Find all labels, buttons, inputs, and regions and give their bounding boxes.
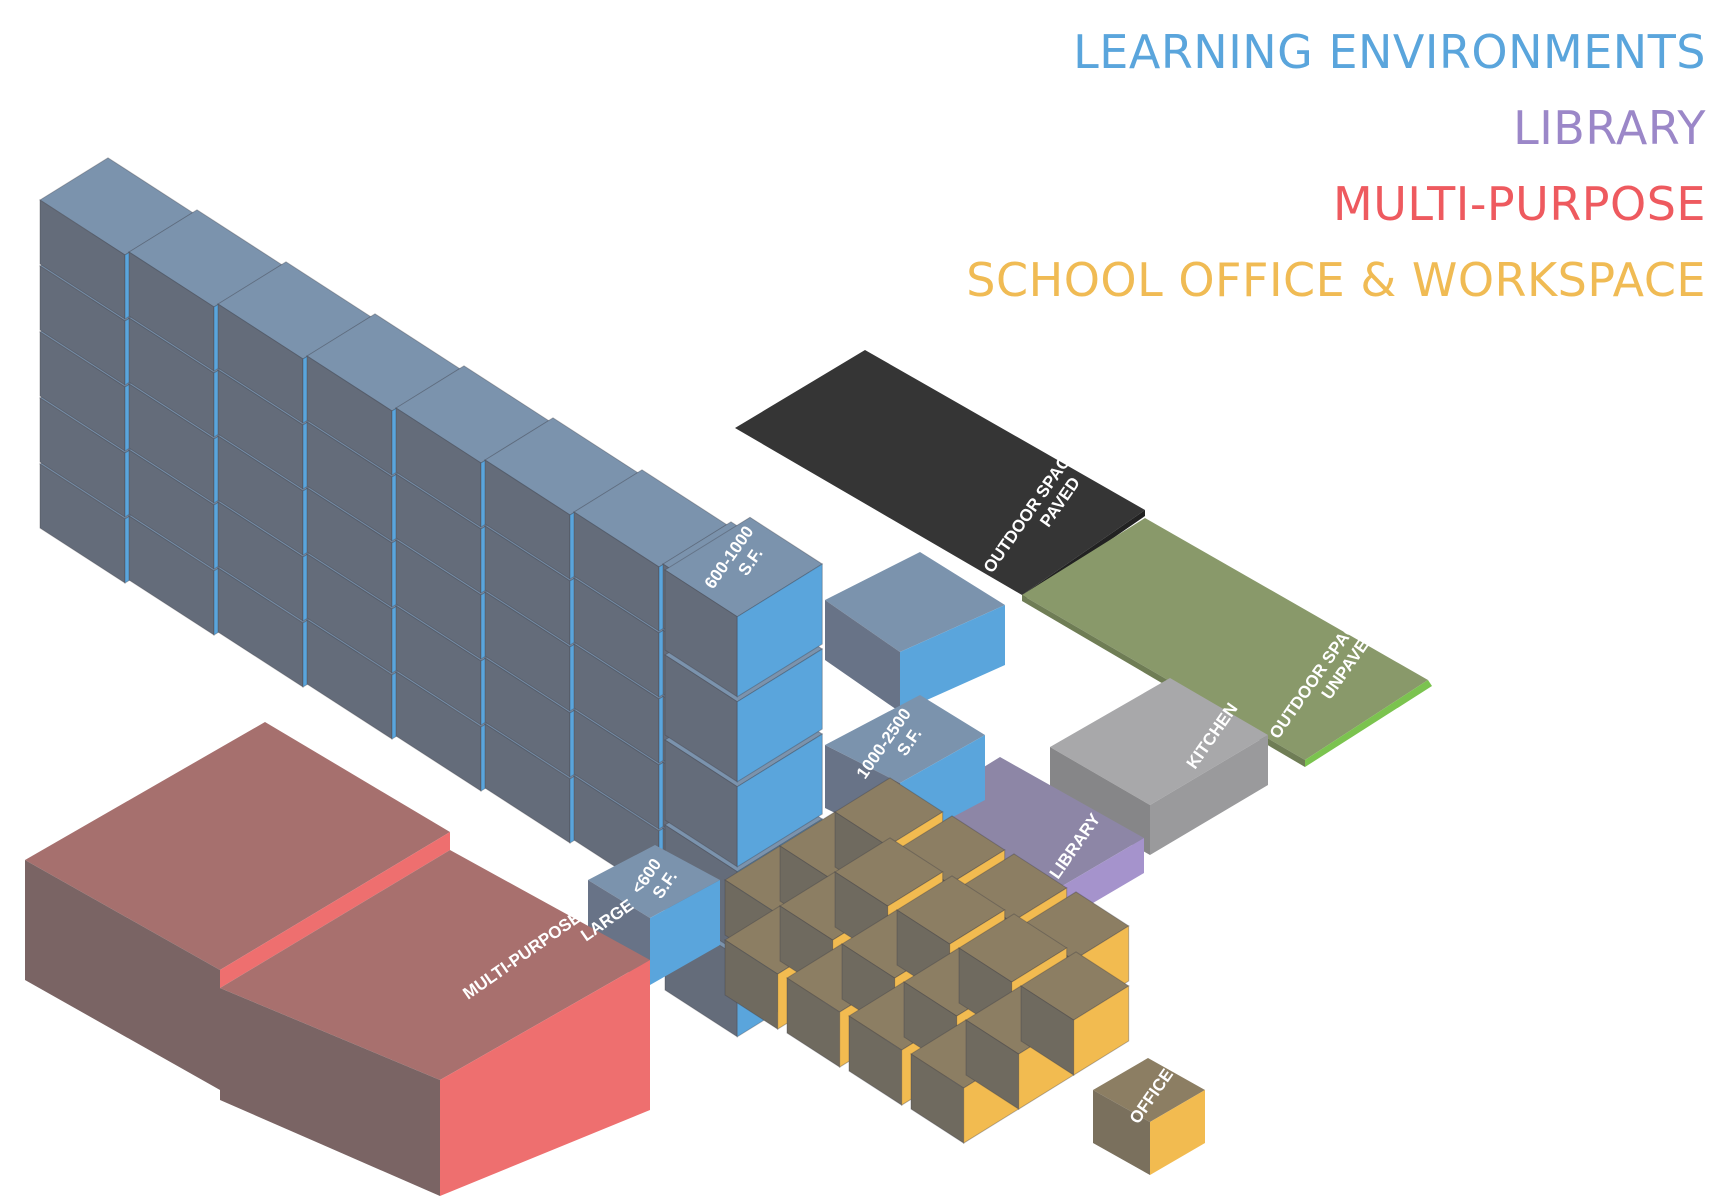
learning-1000-2500-blocks: [825, 552, 1005, 845]
legend-school-office-workspace: SCHOOL OFFICE & WORKSPACE: [966, 253, 1706, 307]
learning-environments-grid: [39, 157, 824, 1038]
multi-purpose-large-block: [25, 722, 650, 1196]
office-box-1-3-2-right: [1073, 985, 1130, 1076]
legend-learning-environments: LEARNING ENVIRONMENTS: [1073, 25, 1706, 79]
legend-library: LIBRARY: [1513, 101, 1706, 155]
classroom-front-box-r0-right: [736, 563, 823, 698]
legend: LEARNING ENVIRONMENTS LIBRARY MULTI-PURP…: [966, 14, 1706, 318]
office-block: [1093, 1058, 1205, 1175]
classroom-front-box-r1-right: [736, 648, 823, 783]
legend-multi-purpose: MULTI-PURPOSE: [1333, 177, 1706, 231]
classroom-front-box-r2-right: [736, 733, 823, 868]
school-office-workspace-grid: [724, 777, 1130, 1145]
